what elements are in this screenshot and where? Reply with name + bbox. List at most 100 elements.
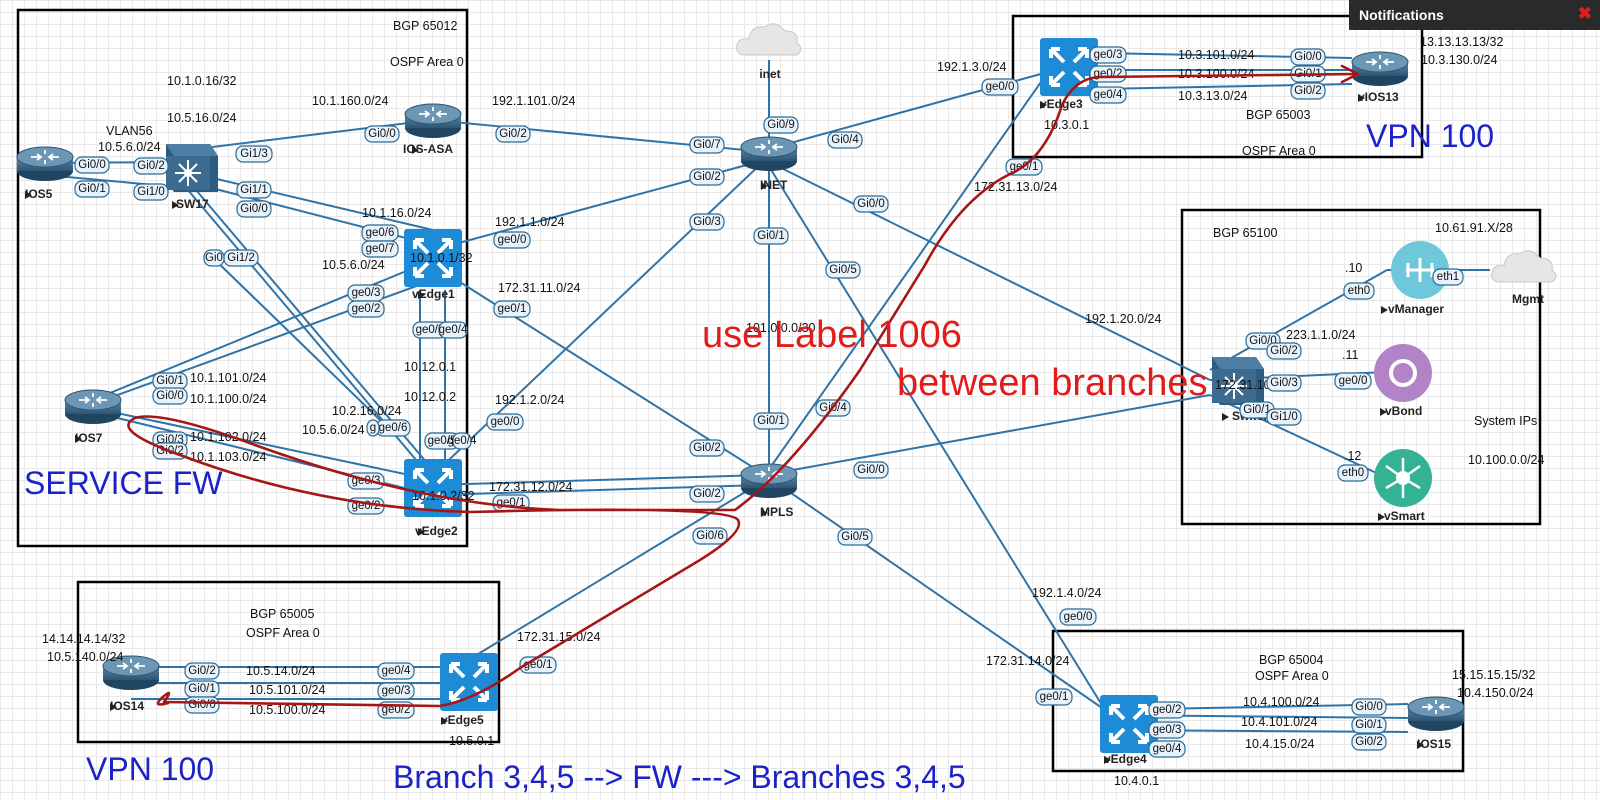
node-vedge2[interactable]: vEdge2: [402, 457, 464, 538]
port-label-p75: ge0/3: [382, 685, 411, 697]
label-dot10: .10: [1345, 261, 1362, 275]
node-ios-asa[interactable]: IOS-ASA: [403, 103, 462, 156]
port-label-p21: Gi0/0: [156, 390, 184, 402]
port-label-p17: ge0/4: [439, 324, 468, 336]
label-10-4-0-1: 10.4.0.1: [1114, 774, 1159, 788]
label-10-5-14: 10.5.14.0/24: [246, 664, 316, 678]
port-label-p66: ge0/3: [1153, 724, 1182, 736]
node-vsmart[interactable]: vSmart: [1374, 449, 1432, 523]
node-vbond-label: vBond: [1385, 404, 1422, 418]
port-badge-p45: Gi0/5: [837, 528, 873, 546]
node-vios13[interactable]: vIOS13: [1351, 51, 1409, 104]
label-ospf-area0-b: OSPF Area 0: [1242, 144, 1316, 158]
port-badge-p13: ge0/1: [493, 300, 531, 318]
port-badge-p56: Gi0/2: [1266, 342, 1302, 360]
port-badge-p15: ge0/2: [347, 300, 385, 318]
port-label-p58: Gi1/0: [1270, 411, 1298, 423]
port-label-p69: Gi0/1: [1355, 719, 1383, 731]
node-ios-asa-label: IOS-ASA: [403, 142, 453, 156]
port-badge-p17: ge0/4: [438, 321, 468, 339]
port-badge-p70: Gi0/2: [1351, 733, 1387, 751]
traffic-path-annotation: [127, 64, 1360, 708]
node-inet-cloud[interactable]: inet: [736, 23, 802, 81]
label-10-4-15: 10.4.15.0/24: [1245, 737, 1315, 751]
node-vedge3[interactable]: vEdge3: [1038, 36, 1100, 111]
label-10-5-0-1: 10.5.0.1: [449, 734, 494, 748]
label-192-1-4: 192.1.4.0/24: [1032, 586, 1102, 600]
node-ios14-label: IOS14: [110, 699, 144, 713]
port-label-p31: Gi0/9: [767, 119, 795, 131]
port-badge-p33: Gi0/2: [689, 168, 725, 186]
label-10-1-100: 10.1.100.0/24: [190, 392, 267, 406]
port-badge-p4: Gi1/0: [133, 183, 169, 201]
port-badge-p2: Gi0/1: [74, 180, 110, 198]
label-10-1-160: 10.1.160.0/24: [312, 94, 389, 108]
node-ios7-label: IOS7: [75, 431, 103, 445]
node-mgmt[interactable]: Mgmt: [1491, 250, 1557, 306]
port-badge-p11: ge0/7: [361, 240, 399, 258]
port-badge-p69: Gi0/1: [1351, 716, 1387, 734]
node-vedge1[interactable]: vEdge1: [402, 227, 464, 301]
port-badge-p64: ge0/1: [1035, 688, 1073, 706]
label-10-5-100: 10.5.100.0/24: [249, 703, 326, 717]
port-label-p44: Gi0/0: [857, 464, 885, 476]
label-192-1-20: 192.1.20.0/24: [1085, 312, 1162, 326]
notifications-title: Notifications: [1359, 7, 1444, 23]
label-10-5-6-0: 10.5.6.0/24: [98, 140, 161, 154]
port-badge-p19: Gi0: [203, 249, 225, 267]
port-badge-p34: Gi0/3: [689, 213, 725, 231]
port-label-p37: Gi0/0: [857, 198, 885, 210]
label-10-100: 10.100.0.0/24: [1468, 453, 1545, 467]
node-ios14[interactable]: IOS14: [102, 655, 160, 713]
port-label-p64: ge0/1: [1040, 691, 1069, 703]
label-10-5-6-0b: 10.5.6.0/24: [322, 258, 385, 272]
port-label-p55: Gi0/1: [1243, 404, 1271, 416]
node-ios5[interactable]: IOS5: [16, 146, 74, 201]
label-192-1-1: 192.1.1.0/24: [495, 215, 565, 229]
label-172-31-14: 172.31.14.0/24: [986, 654, 1069, 668]
label-172-31-11: 172.31.11.0/24: [498, 281, 581, 295]
port-label-p27: ge0/0: [491, 416, 520, 428]
port-label-p5: Gi1/3: [240, 148, 268, 160]
port-badge-p62: eth0: [1337, 464, 1369, 482]
port-label-p46: ge0/0: [986, 81, 1015, 93]
label-14-14: 14.14.14.14/32: [42, 632, 125, 646]
port-badge-p44: Gi0/0: [853, 461, 889, 479]
label-ospf-area0-c: OSPF Area 0: [1255, 669, 1329, 683]
node-vbond[interactable]: vBond: [1374, 344, 1432, 418]
node-inet-label: INET: [760, 178, 788, 192]
close-icon[interactable]: ✖: [1577, 4, 1592, 23]
port-label-p32: Gi0/7: [693, 139, 721, 151]
label-10-1-0-16: 10.1.0.16/32: [167, 74, 237, 88]
node-ios15[interactable]: IOS15: [1407, 696, 1465, 751]
box-bgp65012: [16, 8, 469, 548]
node-vedge5[interactable]: vEdge5: [438, 651, 500, 727]
port-badge-p27: ge0/0: [486, 413, 524, 431]
label-bgp65005: BGP 65005: [250, 607, 314, 621]
label-223-1-1: 223.1.1.0/24: [1286, 328, 1356, 342]
annotation-between-branches: between branches: [897, 362, 1208, 404]
label-10-1-102: 10.1.102.0/24: [190, 430, 267, 444]
label-10-4-100: 10.4.100.0/24: [1243, 695, 1320, 709]
port-badge-p57: Gi0/3: [1266, 374, 1302, 392]
port-badge-p1: Gi0/0: [74, 156, 110, 174]
label-10-2-16: 10.2.16.0/24: [332, 404, 402, 418]
port-label-p24: ge0/6: [379, 422, 408, 434]
port-label-p15: ge0/2: [352, 303, 381, 315]
label-192-1-2: 192.1.2.0/24: [495, 393, 565, 407]
port-badge-p73: Gi0/0: [184, 696, 220, 714]
port-label-p50: ge0/4: [1094, 89, 1123, 101]
node-mpls[interactable]: MPLS: [740, 463, 798, 519]
node-inet[interactable]: INET: [740, 136, 798, 192]
node-sw17[interactable]: SW17: [165, 143, 219, 211]
port-label-p39: Gi0/1: [757, 415, 785, 427]
node-vmanager[interactable]: vManager: [1388, 241, 1449, 316]
port-badge-p58: Gi1/0: [1266, 408, 1302, 426]
port-badge-p37: Gi0/0: [853, 195, 889, 213]
label-10-1-0-1: 10.1.0.1/32: [410, 251, 473, 265]
node-ios7[interactable]: IOS7: [64, 389, 122, 445]
port-badge-p66: ge0/3: [1148, 721, 1186, 739]
notifications-bar[interactable]: Notifications ✖: [1349, 0, 1600, 30]
label-10-12-0-2: 10.12.0.2: [404, 390, 456, 404]
node-vedge4[interactable]: vEdge4: [1098, 693, 1160, 766]
